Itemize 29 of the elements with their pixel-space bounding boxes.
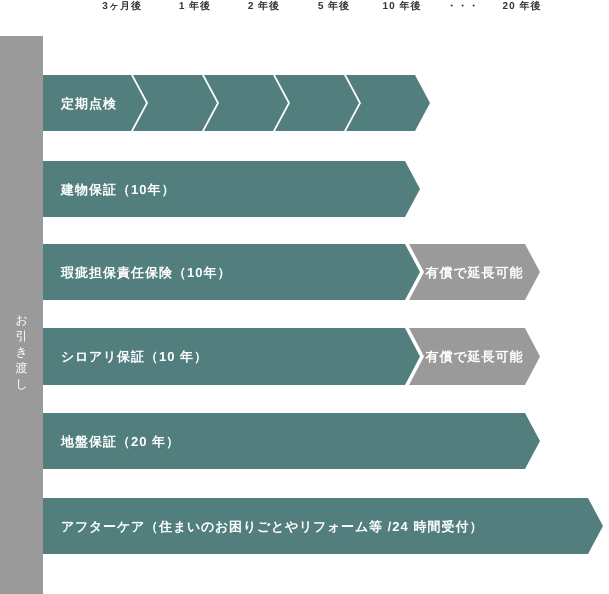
time-label: 20 年後 [502,2,542,12]
arrow-band [409,328,540,385]
handover-bar [0,36,43,594]
band-label: 建物保証（10年） [61,182,176,196]
arrow-band [43,498,603,554]
time-label: 2 年後 [248,2,280,12]
arrow-band [43,161,420,217]
time-label: 3ヶ月後 [102,2,142,12]
time-label: 10 年後 [382,2,422,12]
arrow-band [43,328,420,385]
band-label: 地盤保証（20 年） [61,434,180,448]
band-label: 定期点検 [61,96,117,110]
arrow-band [43,413,540,469]
band-label: 瑕疵担保責任保険（10年） [61,266,232,278]
band-label: 有償で延長可能 [426,266,524,278]
time-label: 5 年後 [318,2,350,12]
band-segment [204,75,288,131]
band-label: シロアリ保証（10 年） [61,350,208,363]
band-label: 有償で延長可能 [426,350,524,363]
band-segment [275,75,359,131]
band-label: アフターケア（住まいのお困りごとやリフォーム等 /24 時間受付） [61,520,484,532]
vertical-label: お引き渡し [14,312,28,392]
arrow-band [43,244,420,300]
time-label: 1 年後 [178,2,212,12]
time-label: ・・・ [446,2,480,12]
arrow-band [43,75,146,131]
arrow-band [409,244,540,300]
band-segment [133,75,217,131]
band-segment [346,75,430,131]
